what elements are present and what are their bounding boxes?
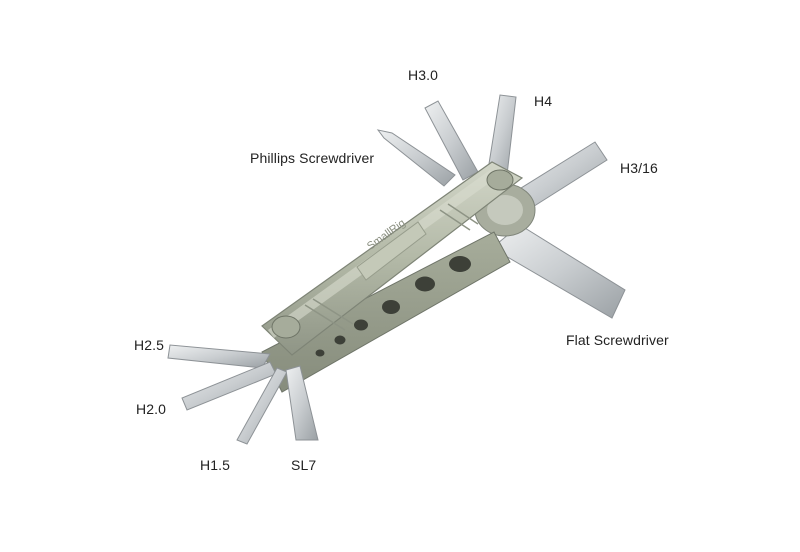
hex-key-h2-0 [181, 361, 277, 411]
flat-screwdriver-blade [491, 224, 626, 319]
phillips-screwdriver-bit [376, 129, 456, 187]
hex-key-h2-5 [167, 344, 271, 369]
label-h2-5: H2.5 [134, 337, 164, 353]
slotted-bit-sl7 [285, 365, 319, 441]
label-flat-screwdriver: Flat Screwdriver [566, 332, 669, 348]
label-h4: H4 [534, 93, 553, 109]
label-h2-0: H2.0 [136, 401, 166, 417]
hex-key-h1-5 [236, 367, 288, 445]
label-h1-5: H1.5 [200, 457, 230, 473]
tool-body [261, 161, 524, 356]
label-h3-0: H3.0 [408, 67, 438, 83]
hex-key-h3-0 [424, 100, 479, 181]
label-sl7: SL7 [291, 457, 317, 473]
label-phillips-screwdriver: Phillips Screwdriver [250, 150, 375, 166]
label-h3-16: H3/16 [620, 160, 658, 176]
